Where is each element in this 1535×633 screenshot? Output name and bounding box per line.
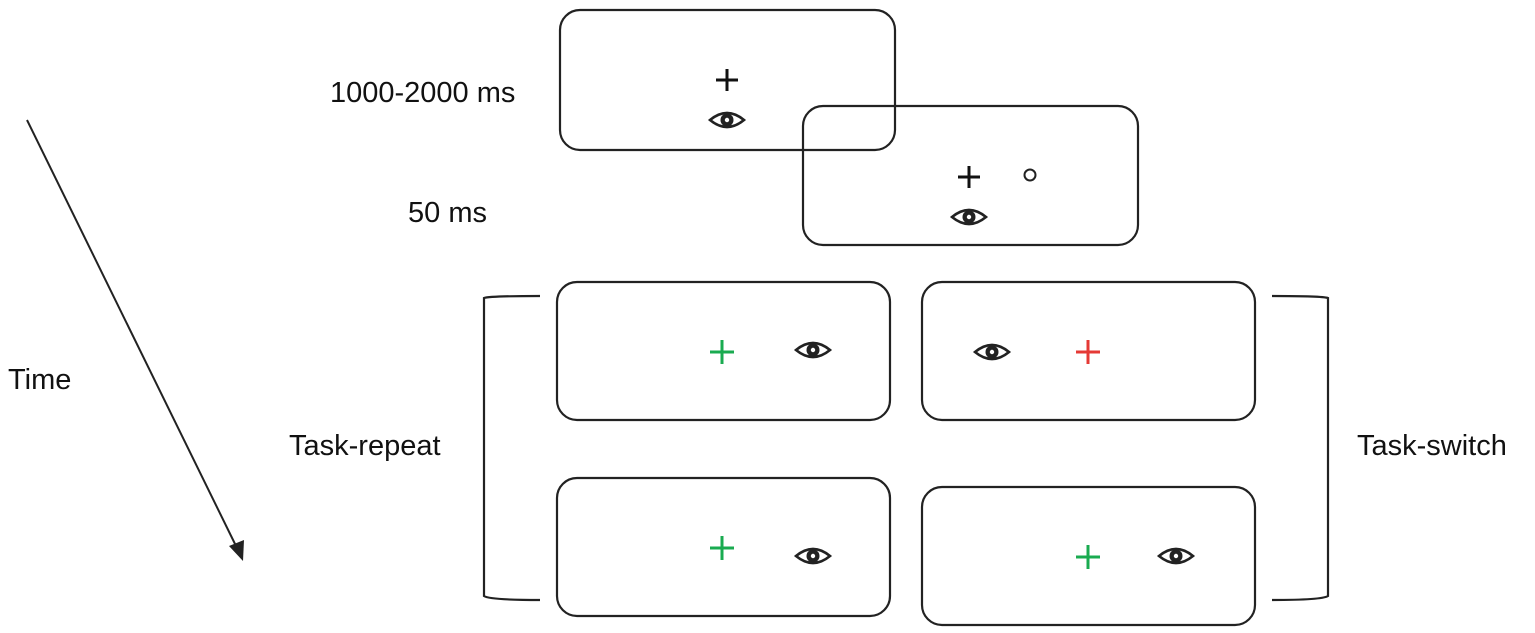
fixation-cross	[1076, 545, 1100, 569]
fixation-cross	[716, 69, 738, 91]
fixation-cross	[958, 166, 980, 188]
eye-icon	[794, 341, 832, 359]
fixation-duration-label: 1000-2000 ms	[330, 77, 515, 109]
eye-icon	[973, 343, 1011, 361]
time-label: Time	[8, 364, 71, 396]
fixation-cross	[710, 340, 734, 364]
cue-frame	[801, 104, 1140, 247]
fixation-cross	[1076, 340, 1100, 364]
eye-icon	[1157, 547, 1195, 565]
task-repeat-bracket	[482, 294, 541, 602]
fixation-cross	[710, 536, 734, 560]
task-repeat-label: Task-repeat	[289, 430, 441, 462]
task-switch-label: Task-switch	[1357, 430, 1507, 462]
eye-icon	[794, 547, 832, 565]
eye-icon	[950, 208, 988, 226]
task-switch-bracket	[1271, 294, 1330, 602]
time-arrow	[26, 119, 244, 561]
target-frame-switch-top	[920, 280, 1257, 422]
peripheral-cue-circle	[1023, 168, 1037, 182]
fixation-frame	[558, 8, 897, 152]
target-frame-switch-bottom	[920, 485, 1257, 627]
target-frame-repeat-bottom	[555, 476, 892, 618]
target-frame-repeat-top	[555, 280, 892, 422]
eye-icon	[708, 111, 746, 129]
cue-duration-label: 50 ms	[408, 197, 487, 229]
